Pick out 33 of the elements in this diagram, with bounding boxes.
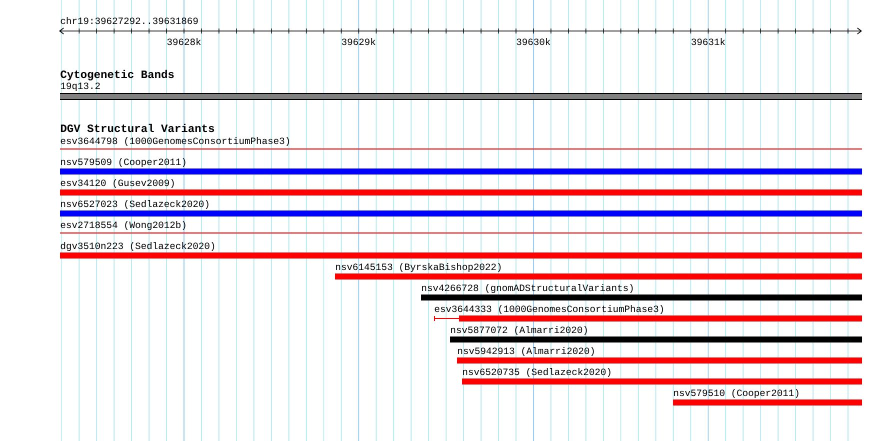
variant-feature: nsv5877072 (Almarri2020): [450, 326, 862, 342]
node-label: nsv5877072 (Almarri2020): [451, 326, 587, 335]
tick-label: 39631k: [692, 38, 725, 46]
node-label: nsv6145153 (ByrskaBishop2022): [336, 263, 501, 272]
variant-feature: nsv579509 (Cooper2011): [60, 158, 862, 174]
node-label: nsv4266728 (gnomADStructuralVariants): [422, 284, 633, 293]
tick-label: 39630k: [516, 38, 550, 46]
track-heading: DGV Structural Variants: [60, 124, 214, 132]
node-label: 19q13.2: [60, 82, 100, 91]
node-label: esv3644333 (1000GenomesConsortiumPhase3): [434, 305, 663, 314]
variant-feature: esv34120 (Gusev2009): [60, 179, 862, 196]
variant-feature: nsv579510 (Cooper2011): [673, 389, 862, 406]
variant-feature: esv3644333 (1000GenomesConsortiumPhase3): [434, 305, 862, 322]
node-label: nsv5942913 (Almarri2020): [458, 347, 594, 356]
variant-feature: nsv6145153 (ByrskaBishop2022): [335, 263, 862, 280]
cytoband-bar: 19q13.2: [60, 82, 863, 100]
node-label: dgv3510n223 (Sedlazeck2020): [60, 242, 214, 251]
variant-feature: nsv6520735 (Sedlazeck2020): [462, 368, 862, 384]
node-label: nsv579510 (Cooper2011): [674, 389, 798, 398]
variant-feature: esv2718554 (Wong2012b): [60, 221, 863, 234]
variant-feature: nsv5942913 (Almarri2020): [457, 347, 862, 364]
node-label: nsv6527023 (Sedlazeck2020): [61, 200, 208, 209]
variant-feature: esv3644798 (1000GenomesConsortiumPhase3): [60, 137, 863, 150]
variant-feature: nsv4266728 (gnomADStructuralVariants): [421, 284, 862, 300]
coordinate-label: chr19:39627292..39631869: [60, 17, 198, 24]
tick-label: 39628k: [167, 38, 201, 46]
tick-label: 39629k: [342, 38, 376, 46]
track-heading: Cytogenetic Bands: [60, 70, 174, 80]
node-label: nsv579509 (Cooper2011): [61, 158, 186, 167]
variant-feature: nsv6527023 (Sedlazeck2020): [60, 200, 862, 216]
variant-feature: dgv3510n223 (Sedlazeck2020): [60, 242, 862, 258]
node-label: nsv6520735 (Sedlazeck2020): [463, 368, 610, 377]
node-label: esv34120 (Gusev2009): [60, 179, 174, 188]
